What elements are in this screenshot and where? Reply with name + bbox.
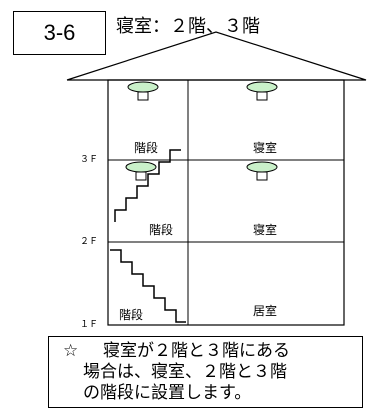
room-label-1f-living: 居室 (252, 304, 278, 318)
note-line-3: の階段に設置します。 (83, 383, 252, 403)
room-label-3f-stairs: 階段 (133, 141, 159, 155)
room-label-3f-bedroom: 寝室 (252, 141, 278, 155)
floor-tag-2f: ２Ｆ (80, 237, 99, 247)
room-label-1f-stairs: 階段 (118, 308, 144, 322)
smoke-detector-icon (125, 161, 157, 181)
staircase-lower (110, 249, 186, 323)
room-label-2f-bedroom: 寝室 (252, 223, 278, 237)
house-outline (107, 79, 345, 326)
room-label-2f-stairs: 階段 (148, 223, 174, 237)
section-label-box: 3-6 (13, 11, 106, 55)
star-icon: ☆ (63, 341, 79, 361)
floor-tag-3f: ３Ｆ (80, 155, 99, 165)
roof-outline (66, 31, 367, 81)
header-title: 寝室：２階、３階 (116, 16, 260, 37)
floor-tag-1f: １Ｆ (80, 320, 99, 330)
note-line-1: 寝室が２階と３階にある (103, 341, 290, 361)
smoke-detector-icon (127, 81, 159, 101)
note-line-2: 場合は、寝室、２階と３階 (83, 362, 287, 382)
smoke-detector-icon (246, 81, 278, 101)
smoke-detector-icon (246, 161, 278, 181)
section-label: 3-6 (43, 20, 76, 45)
note-box: ☆ 寝室が２階と３階にある 場合は、寝室、２階と３階 の階段に設置します。 (48, 336, 363, 408)
staircase-upper (114, 149, 181, 222)
